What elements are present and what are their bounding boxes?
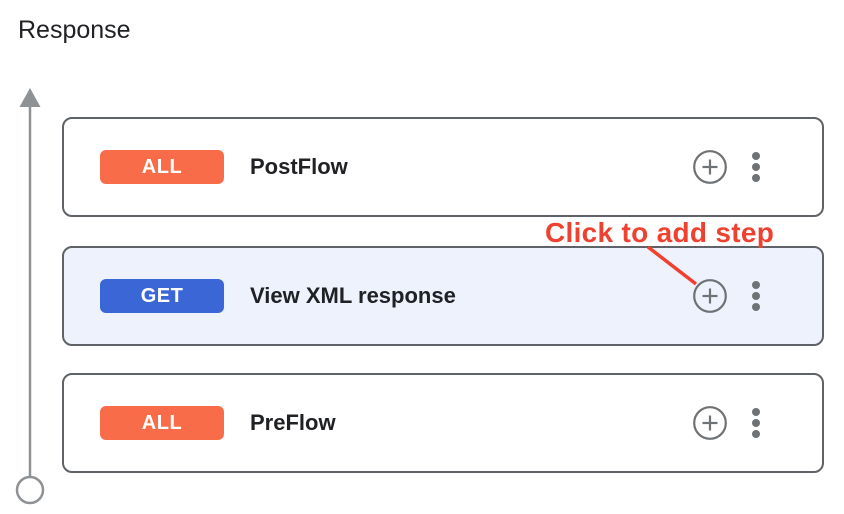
plus-circle-icon — [693, 150, 727, 184]
flow-card-preflow[interactable]: ALL PreFlow — [62, 373, 824, 473]
verb-badge: GET — [100, 279, 224, 313]
flow-name: View XML response — [250, 283, 456, 308]
kebab-menu-icon — [752, 408, 760, 416]
add-step-button[interactable] — [692, 149, 728, 185]
add-step-button[interactable] — [692, 405, 728, 441]
kebab-menu-icon — [752, 430, 760, 438]
kebab-menu-icon — [752, 292, 760, 300]
kebab-menu-icon — [752, 152, 760, 160]
flow-name: PreFlow — [250, 410, 336, 435]
more-options-button[interactable] — [752, 152, 760, 182]
more-options-button[interactable] — [752, 281, 760, 311]
flow-card-view-xml-response[interactable]: GET View XML response — [62, 246, 824, 346]
flow-direction-arrow-icon — [15, 88, 45, 505]
kebab-menu-icon — [752, 163, 760, 171]
kebab-menu-icon — [752, 174, 760, 182]
verb-badge: ALL — [100, 406, 224, 440]
kebab-menu-icon — [752, 281, 760, 289]
verb-badge: ALL — [100, 150, 224, 184]
kebab-menu-icon — [752, 303, 760, 311]
add-step-button[interactable] — [692, 278, 728, 314]
more-options-button[interactable] — [752, 408, 760, 438]
annotation-text: Click to add step — [545, 217, 775, 248]
page-title: Response — [18, 16, 131, 44]
plus-circle-icon — [693, 279, 727, 313]
kebab-menu-icon — [752, 419, 760, 427]
flow-card-postflow[interactable]: ALL PostFlow — [62, 117, 824, 217]
flow-name: PostFlow — [250, 154, 348, 179]
plus-circle-icon — [693, 406, 727, 440]
